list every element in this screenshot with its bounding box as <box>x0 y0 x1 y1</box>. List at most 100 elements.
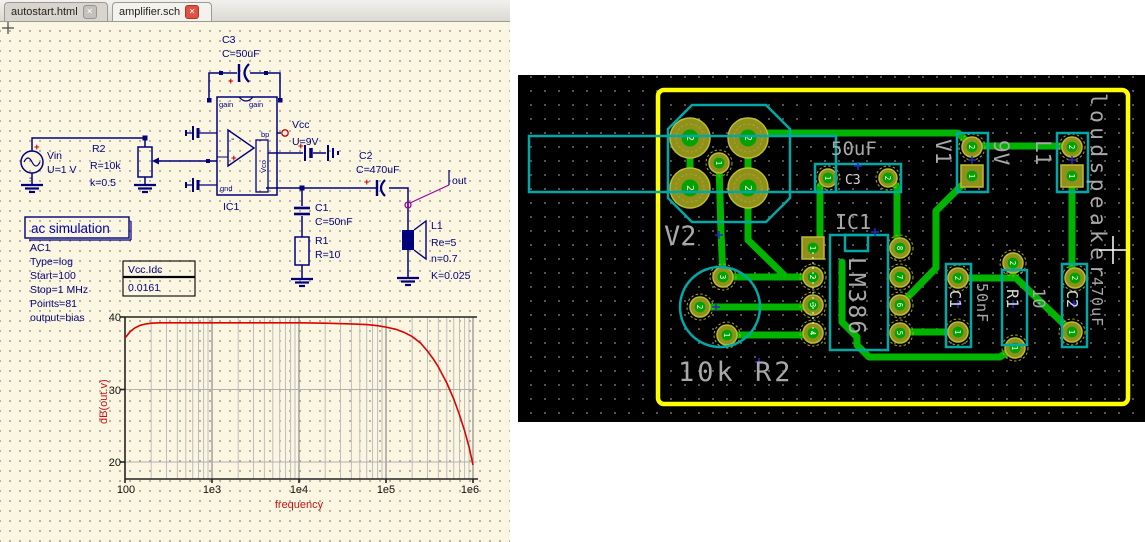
ac-result-chart[interactable]: 40 30 20 100 1e3 1e4 1e5 1e6 frequency d… <box>98 312 479 511</box>
tab-close-icon[interactable]: ✕ <box>82 5 97 19</box>
xtick-1e5: 1e5 <box>377 484 395 496</box>
pcb-pad[interactable]: 7 <box>886 263 914 291</box>
pcb-pad[interactable]: 2 <box>999 249 1027 277</box>
chart-gridlines <box>125 317 477 479</box>
component-ic1-lm386[interactable]: gain gain - + Vco bp gnd IC1 <box>185 96 289 213</box>
component-c1[interactable]: C1 C=50nF <box>294 202 353 228</box>
ac-box-label: ac simulation <box>31 221 110 236</box>
pcb-pad[interactable]: 1 <box>960 164 984 188</box>
pcb-pad[interactable]: 8 <box>886 234 914 262</box>
pad-number: 5 <box>895 331 904 336</box>
component-c3[interactable]: + C3 C=50uF <box>219 34 268 87</box>
ac-param-line: output=bias <box>30 312 85 324</box>
ac-param-line: Start=100 <box>30 270 76 282</box>
component-c2[interactable]: + C2 C=470uF <box>356 150 400 197</box>
pcb-pad[interactable]: 1 <box>705 149 733 177</box>
pad-number: 3 <box>718 275 727 280</box>
l1-value1: Re=5 <box>431 237 457 249</box>
silk-v1 <box>955 131 990 194</box>
pad-number: 1 <box>808 246 817 251</box>
component-l1-speaker[interactable]: L1 Re=5 n=0.7 K=0.025 <box>402 219 471 282</box>
ic-pin-vco: Vco <box>259 160 268 173</box>
pcb-pad[interactable]: 1 <box>713 321 741 349</box>
silk-c2 <box>1060 262 1089 349</box>
c1-value: C=50nF <box>315 216 353 228</box>
schematic-drawing[interactable]: + - Vin U=1 V R2 R=10k k=0.5 <box>0 0 510 542</box>
pcb-pad[interactable]: 3 <box>799 291 827 319</box>
silk-ic1-notch <box>843 233 870 253</box>
pcb-pad[interactable]: 2 <box>686 293 714 321</box>
component-r1[interactable]: R1 R=10 <box>294 235 341 266</box>
ytick-30: 30 <box>109 385 121 397</box>
junction-dots <box>142 135 305 191</box>
pad-number: 1 <box>823 176 832 181</box>
pad-number: 2 <box>742 185 753 191</box>
silk-r2-circle <box>678 265 762 349</box>
silk-label-v1: V1 <box>931 139 955 164</box>
pad-number: 4 <box>808 331 817 336</box>
pad-number: 2 <box>883 176 892 181</box>
crosshair-cursor-icon <box>1099 236 1127 264</box>
pad-number: 2 <box>695 305 704 310</box>
silk-r1 <box>1000 268 1029 347</box>
pcb-pad[interactable]: 6 <box>886 291 914 319</box>
silk-labels: V2 10k R2 50uF C3 IC1 LM386 V1 9V L1 lou… <box>664 93 1110 388</box>
anchor-crosses <box>712 156 1078 366</box>
pcb-pad[interactable]: 5 <box>886 319 914 347</box>
component-vin[interactable]: + - Vin U=1 V <box>20 142 76 184</box>
tab-close-icon[interactable]: ✕ <box>185 5 200 19</box>
chart-curve-db-out <box>124 321 474 466</box>
tab-autostart-html[interactable]: autostart.html ✕ <box>4 2 108 21</box>
silk-label-c1: C1 <box>946 290 964 308</box>
board-outline <box>655 87 1131 407</box>
pcb-pad[interactable]: 2 <box>727 117 769 159</box>
pad-number: 2 <box>742 135 753 141</box>
pad-number: 1 <box>1067 330 1076 335</box>
r2-value: R=10k <box>90 160 121 172</box>
component-vcc[interactable]: + Vcc U=9V <box>292 119 339 161</box>
vcc-name: Vcc <box>292 119 310 131</box>
ic-pin-bp: bp <box>261 130 269 139</box>
ic-name: IC1 <box>223 201 240 213</box>
pad-number: 1 <box>1067 174 1076 179</box>
vin-value: U=1 V <box>47 164 76 176</box>
component-r2-potentiometer[interactable]: R2 R=10k k=0.5 <box>90 143 159 189</box>
ac-simulation-block[interactable]: ac simulation <box>24 216 132 241</box>
pad-number: 1 <box>967 174 976 179</box>
pcb-pad[interactable]: 2 <box>944 264 972 292</box>
node-label-out[interactable]: out <box>404 170 467 209</box>
c2-plus: + <box>364 177 370 188</box>
r2-param: k=0.5 <box>90 177 116 189</box>
tab-amplifier-sch[interactable]: amplifier.sch ✕ <box>112 2 212 21</box>
table-header: Vcc.Idc <box>128 264 162 276</box>
vcc-idc-table[interactable]: Vcc.Idc 0.0161 <box>122 260 196 297</box>
ic-input-cap-icons <box>185 126 217 192</box>
vcc-plus: + <box>298 141 304 152</box>
pad-number: 7 <box>895 275 904 280</box>
pad-number: 6 <box>895 303 904 308</box>
pad-number: 2 <box>684 185 695 191</box>
ground-symbols <box>21 183 419 288</box>
vin-minus: - <box>29 172 33 184</box>
pcb-pad[interactable]: 3 <box>709 263 737 291</box>
xtick-100: 100 <box>117 484 135 496</box>
pad-number: 2 <box>1067 145 1076 150</box>
pcb-pad[interactable]: 2 <box>669 117 711 159</box>
pcb-pad[interactable]: 1 <box>1060 164 1084 188</box>
pcb-pad[interactable]: 2 <box>1061 264 1089 292</box>
pcb-pad[interactable]: 1 <box>801 236 825 260</box>
l1-value2: n=0.7 <box>431 253 458 265</box>
pcb-pad[interactable]: 2 <box>669 167 711 209</box>
pad-number: 2 <box>808 275 817 280</box>
pcb-pad[interactable]: 1 <box>1001 334 1029 362</box>
schematic-canvas[interactable] <box>0 22 510 542</box>
pcb-pad[interactable]: 1 <box>944 318 972 346</box>
pcb-pad[interactable]: 2 <box>727 167 769 209</box>
pad-number: 2 <box>1008 261 1017 266</box>
c2-name: C2 <box>359 150 373 162</box>
ac-param-line: Points=81 <box>30 298 77 310</box>
c3-value: C=50uF <box>222 48 260 60</box>
